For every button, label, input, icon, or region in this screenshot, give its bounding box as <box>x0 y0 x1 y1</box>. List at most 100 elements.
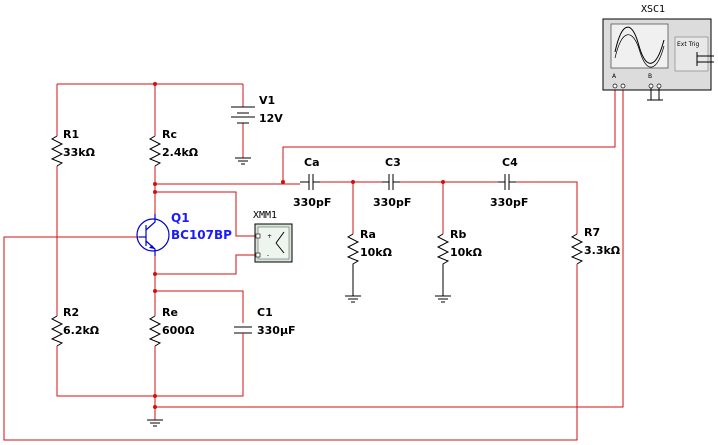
resistor-re-symbol <box>148 315 162 347</box>
c3-value: 330pF <box>373 196 411 209</box>
capacitor-ca-symbol <box>300 174 320 190</box>
capacitor-ca[interactable]: Ca 330pF <box>293 156 331 209</box>
ca-ref: Ca <box>304 156 320 169</box>
junction-dot <box>153 272 157 276</box>
ground-rb <box>435 295 451 303</box>
resistor-rb[interactable]: Rb 10kΩ <box>436 228 483 296</box>
re-value: 600Ω <box>162 324 195 337</box>
r7-value: 3.3kΩ <box>584 244 621 257</box>
wire-c4-r7[interactable] <box>516 181 578 234</box>
ground-icon <box>147 419 163 427</box>
resistor-r7[interactable]: R7 3.3kΩ <box>570 226 621 265</box>
ra-value: 10kΩ <box>360 246 393 259</box>
multimeter-panel <box>257 226 290 260</box>
transistor-emitter-arrow <box>149 245 155 249</box>
rb-value: 10kΩ <box>450 246 483 259</box>
xmm1-terminal-minus[interactable] <box>255 252 261 258</box>
transistor-body <box>136 218 170 252</box>
resistor-r2[interactable]: R2 6.2kΩ <box>50 306 100 347</box>
r1-value: 33kΩ <box>63 146 96 159</box>
wire-r7-bottom[interactable] <box>3 236 578 441</box>
c3-ref: C3 <box>385 156 401 169</box>
junction-dot <box>153 182 157 186</box>
v1-value: 12V <box>259 112 283 125</box>
wire-emitter-xmm[interactable] <box>155 254 255 275</box>
xsc1-terminal-a[interactable] <box>612 83 618 89</box>
wire-emitter-c1[interactable] <box>155 290 244 323</box>
xsc1-ref: XSC1 <box>641 4 665 15</box>
battery-symbol <box>231 106 255 124</box>
ra-ref: Ra <box>360 228 376 241</box>
resistor-r1-symbol <box>50 135 64 167</box>
resistor-r2-symbol <box>50 315 64 347</box>
ground-icon <box>345 295 361 303</box>
battery-v1[interactable]: V1 12V <box>231 94 283 125</box>
q1-ref: Q1 <box>171 211 190 225</box>
capacitor-c1[interactable]: C1 330μF <box>234 306 296 338</box>
oscilloscope-xsc1[interactable]: XSC1 Ext Trig A B <box>602 4 714 101</box>
xmm1-minus: - <box>267 252 269 259</box>
wire-scope-b[interactable] <box>155 90 624 408</box>
capacitor-c4[interactable]: C4 330pF <box>490 156 528 209</box>
transistor-collector <box>145 214 156 231</box>
ground-icon <box>435 295 451 303</box>
junction-dot <box>153 394 157 398</box>
junction-dot <box>153 405 157 409</box>
wire-collector-xmm[interactable] <box>155 191 255 237</box>
xsc1-terminal-a-gnd[interactable] <box>620 83 626 89</box>
multimeter-xmm1[interactable]: XMM1 + - <box>253 210 293 263</box>
xmm1-ref: XMM1 <box>253 210 277 221</box>
wire-scope-a[interactable] <box>282 90 616 182</box>
junction-dot <box>153 82 157 86</box>
r2-value: 6.2kΩ <box>63 324 100 337</box>
rc-ref: Rc <box>162 128 177 141</box>
resistor-re[interactable]: Re 600Ω <box>148 306 195 347</box>
junction-dot <box>153 289 157 293</box>
trigger-connector-icon <box>696 52 714 66</box>
c4-value: 330pF <box>490 196 528 209</box>
re-ref: Re <box>162 306 178 319</box>
xsc1-terminal-b[interactable] <box>648 83 654 89</box>
resistor-rc-symbol <box>148 135 162 167</box>
c4-ref: C4 <box>502 156 518 169</box>
capacitor-c1-symbol <box>234 326 252 334</box>
ground-ra <box>345 295 361 303</box>
junction-dot <box>281 180 285 184</box>
capacitor-c3[interactable]: C3 330pF <box>373 156 411 209</box>
xsc1-terminal-b-gnd[interactable] <box>656 83 662 89</box>
ground-icon <box>235 157 251 165</box>
ca-value: 330pF <box>293 196 331 209</box>
junction-dot <box>441 180 445 184</box>
wires <box>3 83 624 441</box>
xmm1-terminal-plus[interactable] <box>255 233 261 239</box>
r7-ref: R7 <box>584 226 600 239</box>
wire-r2-bottom[interactable] <box>56 346 155 397</box>
r2-ref: R2 <box>63 306 79 319</box>
capacitor-c4-symbol <box>498 174 516 190</box>
junction-dot <box>153 190 157 194</box>
junction-dot <box>351 180 355 184</box>
capacitor-c3-symbol <box>382 174 400 190</box>
resistor-rc[interactable]: Rc 2.4kΩ <box>148 128 199 167</box>
resistor-ra[interactable]: Ra 10kΩ <box>346 228 393 296</box>
ground-main <box>147 419 163 427</box>
rb-ref: Rb <box>450 228 466 241</box>
junctions <box>153 82 445 409</box>
xsc1-b-leads <box>647 88 663 101</box>
q1-value: BC107BP <box>171 228 232 242</box>
rc-value: 2.4kΩ <box>162 146 199 159</box>
multimeter-switch-icon <box>275 231 285 254</box>
c1-value: 330μF <box>257 324 296 337</box>
ground-v1 <box>235 157 251 165</box>
transistor-q1[interactable]: Q1 BC107BP <box>136 211 232 256</box>
v1-ref: V1 <box>259 94 275 107</box>
resistor-r7-symbol <box>570 233 584 265</box>
xmm1-plus: + <box>267 233 272 240</box>
xsc1-ch-b: B <box>648 73 652 80</box>
wire-c1-bottom[interactable] <box>155 338 244 397</box>
oscilloscope-trigger-panel <box>674 36 709 72</box>
xsc1-ext-trig: Ext Trig <box>677 41 700 48</box>
resistor-r1[interactable]: R1 33kΩ <box>50 128 96 167</box>
r1-ref: R1 <box>63 128 79 141</box>
